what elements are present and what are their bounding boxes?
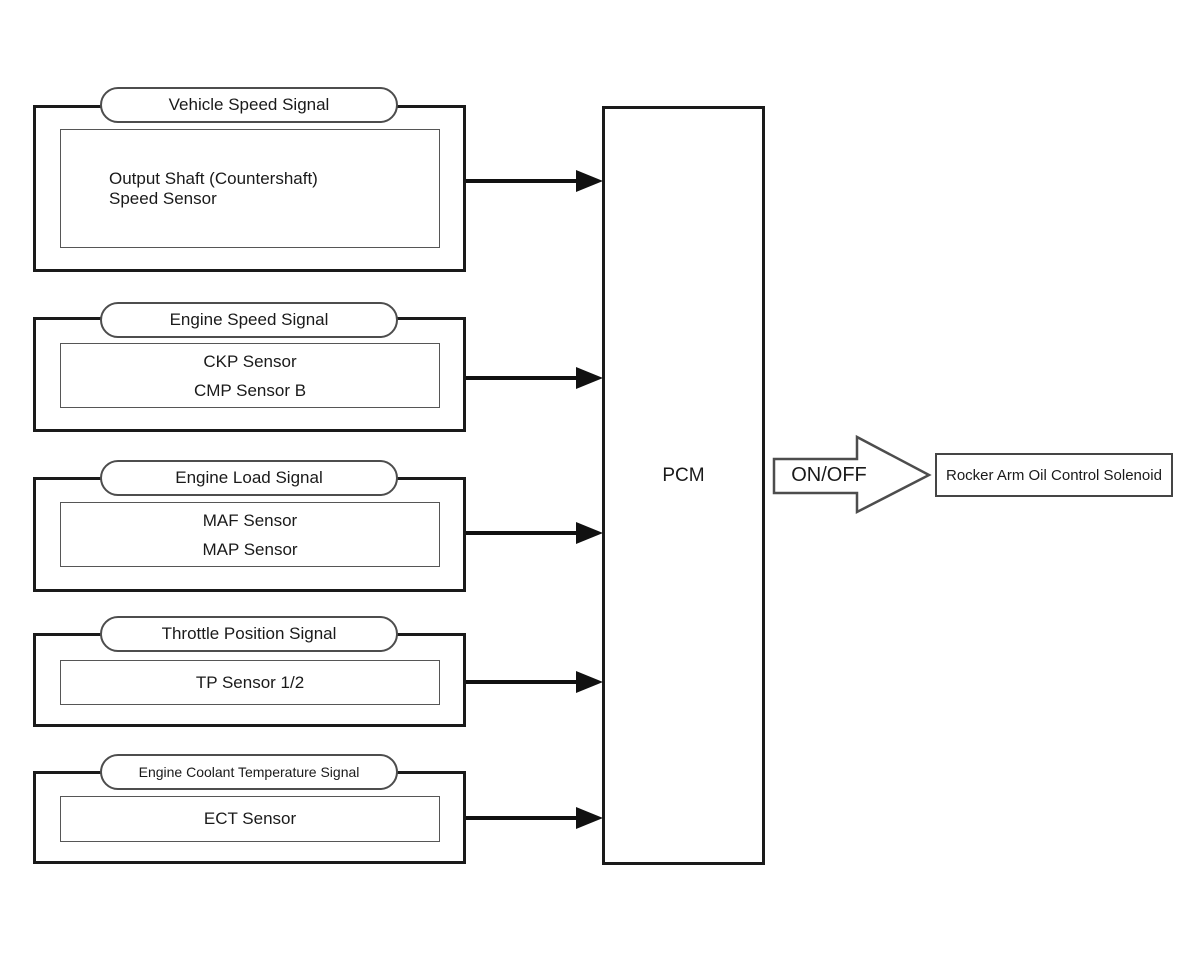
sensor-box: TP Sensor 1/2: [60, 660, 440, 705]
signal-label-pill: Engine Speed Signal: [100, 302, 398, 338]
sensor-box: ECT Sensor: [60, 796, 440, 842]
signal-label-pill: Vehicle Speed Signal: [100, 87, 398, 123]
sensor-line: Output Shaft (Countershaft): [109, 168, 318, 188]
input-arrow-engine-speed: [466, 367, 603, 389]
pcm-label: PCM: [662, 465, 705, 486]
input-arrow-engine-load: [466, 522, 603, 544]
sensor-box: Output Shaft (Countershaft) Speed Sensor: [60, 129, 440, 248]
solenoid-label: Rocker Arm Oil Control Solenoid: [946, 466, 1162, 484]
sensor-box: MAF Sensor MAP Sensor: [60, 502, 440, 567]
input-arrow-coolant-temp: [466, 807, 603, 829]
on-off-label: ON/OFF: [791, 464, 867, 486]
signal-label-pill: Engine Coolant Temperature Signal: [100, 754, 398, 790]
sensor-line: MAP Sensor: [202, 539, 298, 559]
input-arrow-vehicle-speed: [466, 170, 603, 192]
input-arrow-throttle-position: [466, 671, 603, 693]
solenoid-box: Rocker Arm Oil Control Solenoid: [935, 453, 1173, 497]
signal-label: Engine Coolant Temperature Signal: [138, 764, 360, 780]
sensor-line: ECT Sensor: [203, 809, 297, 828]
sensor-line: Speed Sensor: [109, 188, 217, 208]
pcm-box: [602, 106, 765, 865]
sensor-line: MAF Sensor: [202, 510, 298, 530]
sensor-line: TP Sensor 1/2: [195, 672, 305, 692]
signal-label: Engine Load Signal: [175, 468, 323, 487]
sensor-box: CKP Sensor CMP Sensor B: [60, 343, 440, 408]
signal-label: Throttle Position Signal: [161, 624, 337, 643]
signal-label: Vehicle Speed Signal: [168, 95, 330, 114]
signal-label-pill: Engine Load Signal: [100, 460, 398, 496]
signal-label: Engine Speed Signal: [169, 310, 329, 329]
sensor-line: CKP Sensor: [203, 351, 297, 371]
signal-label-pill: Throttle Position Signal: [100, 616, 398, 652]
sensor-line: CMP Sensor B: [193, 380, 307, 400]
